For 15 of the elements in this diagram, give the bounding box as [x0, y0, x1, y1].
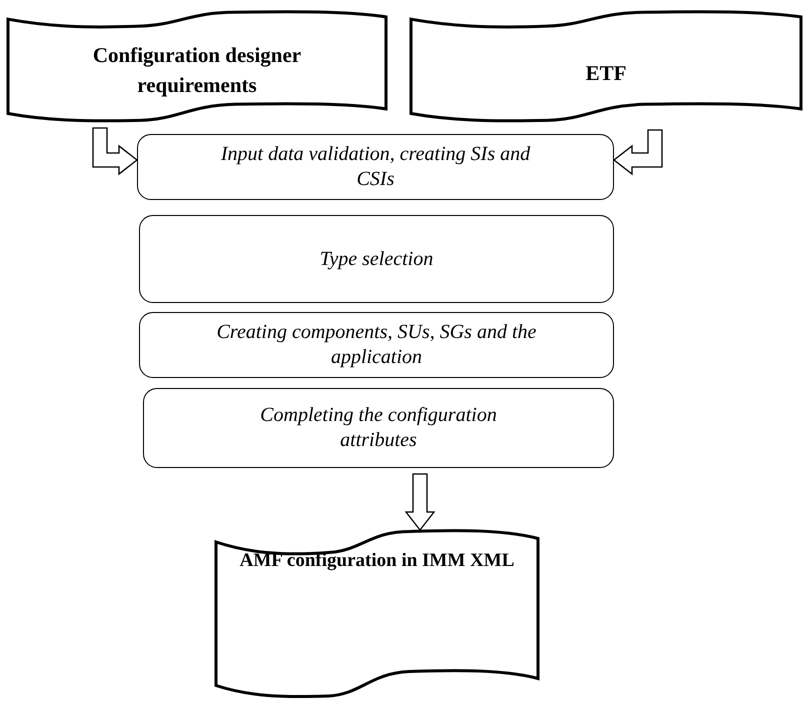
step-label: Creating components, SUs, SGs and the application [216, 320, 538, 370]
process-box [137, 134, 614, 200]
process-box [143, 388, 614, 468]
block-arrow [92, 127, 138, 176]
document-title: Configuration designer requirements [92, 42, 302, 99]
step-label: Completing the configuration attributes [259, 403, 498, 453]
document-shape [8, 10, 386, 125]
step-label: Input data validation, creating SIs and CSIs [220, 142, 532, 192]
step-label: Type selection [318, 246, 434, 272]
document-title: ETF [584, 60, 628, 87]
document-shape [411, 10, 801, 125]
process-box [139, 312, 614, 378]
block-arrow [612, 129, 663, 176]
process-box [139, 215, 614, 303]
block-arrow [404, 473, 436, 532]
